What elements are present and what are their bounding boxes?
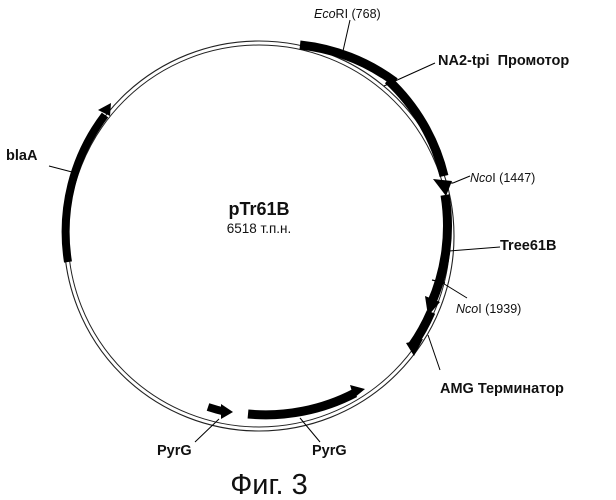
label-blaa: blaA xyxy=(6,148,38,164)
label-amg-terminator: AMG Терминатор xyxy=(440,381,564,397)
label-pyrg-right: PyrG xyxy=(312,443,347,459)
plasmid-name: pTr61B xyxy=(228,199,289,219)
arrow-blaa xyxy=(98,103,111,116)
arc-tree61b-region xyxy=(431,195,447,304)
arc-blaa-region xyxy=(66,115,105,262)
label-tree61b: Tree61B xyxy=(500,238,556,254)
leader-ncoi-1447 xyxy=(453,176,470,183)
leader-amg xyxy=(428,335,440,370)
arrow-pyrg-small xyxy=(221,404,233,419)
label-ncoi-1447: NcoI (1447) xyxy=(470,171,535,185)
leader-tree61b xyxy=(449,247,500,251)
leader-pyrg-left xyxy=(195,419,219,442)
arc-ecori-region xyxy=(300,45,395,82)
plasmid-size: 6518 т.п.н. xyxy=(227,221,292,236)
leader-blaa xyxy=(49,166,72,172)
label-pyrg-left: PyrG xyxy=(157,443,192,459)
label-ncoi-1939: NcoI (1939) xyxy=(456,302,521,316)
figure-caption: Фиг. 3 xyxy=(230,469,308,500)
arrow-amg xyxy=(406,339,423,356)
arc-pyrg-region xyxy=(248,393,355,415)
plasmid-backbone-outer xyxy=(64,41,454,431)
label-ecori: EcoRI (768) xyxy=(314,7,381,21)
label-promoter: NA2-tpi Промотор xyxy=(438,53,569,69)
plasmid-backbone-inner xyxy=(68,45,450,427)
leader-ecori xyxy=(343,20,350,51)
